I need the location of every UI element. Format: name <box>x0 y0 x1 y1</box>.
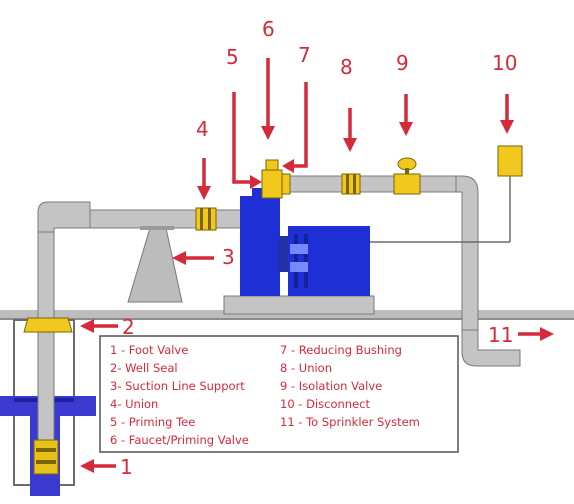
union-8 <box>341 173 361 195</box>
legend-box <box>99 335 459 453</box>
legend-item: 7 - Reducing Bushing <box>280 343 402 357</box>
callout-arrows <box>80 58 554 473</box>
priming-tee <box>261 159 291 199</box>
legend-item: 10 - Disconnect <box>280 397 370 411</box>
legend-item: 8 - Union <box>280 361 332 375</box>
callout-8: 8 <box>340 55 353 79</box>
arrow-6 <box>261 58 275 140</box>
callout-4: 4 <box>196 117 209 141</box>
legend-item: 6 - Faucet/Priming Valve <box>110 433 249 447</box>
callout-1: 1 <box>120 455 133 479</box>
arrow-4 <box>197 158 211 200</box>
callout-3: 3 <box>222 245 235 269</box>
arrow-3 <box>172 251 214 265</box>
legend: 1 - Foot Valve 2- Well Seal 3- Suction L… <box>110 343 420 447</box>
callout-6: 6 <box>262 17 275 41</box>
union-4 <box>195 207 217 231</box>
legend-item: 11 - To Sprinkler System <box>280 415 420 429</box>
suction-line-support <box>127 226 183 303</box>
callout-2: 2 <box>122 315 135 339</box>
well-seal <box>23 317 73 333</box>
arrow-1 <box>80 459 116 473</box>
callouts: 6 5 7 8 9 10 4 3 2 11 1 <box>120 17 517 479</box>
arrow-5 <box>232 92 262 189</box>
callout-11: 11 <box>488 323 513 347</box>
disconnect <box>370 145 523 243</box>
arrow-9 <box>399 94 413 136</box>
callout-5: 5 <box>226 45 239 69</box>
foot-valve <box>33 439 59 475</box>
arrow-7 <box>282 82 308 173</box>
legend-item: 1 - Foot Valve <box>110 343 188 357</box>
legend-item: 9 - Isolation Valve <box>280 379 382 393</box>
isolation-valve <box>393 157 421 195</box>
arrow-2 <box>80 319 118 333</box>
arrow-11 <box>518 327 554 341</box>
legend-item: 5 - Priming Tee <box>110 415 195 429</box>
pump-base <box>223 295 375 315</box>
legend-item: 2- Well Seal <box>110 361 178 375</box>
arrow-8 <box>343 108 357 152</box>
callout-10: 10 <box>492 51 517 75</box>
legend-item: 4- Union <box>110 397 158 411</box>
callout-7: 7 <box>298 43 311 67</box>
pump <box>240 188 370 296</box>
arrow-10 <box>500 94 514 134</box>
legend-item: 3- Suction Line Support <box>110 379 245 393</box>
suction-line <box>89 209 251 229</box>
callout-9: 9 <box>396 51 409 75</box>
